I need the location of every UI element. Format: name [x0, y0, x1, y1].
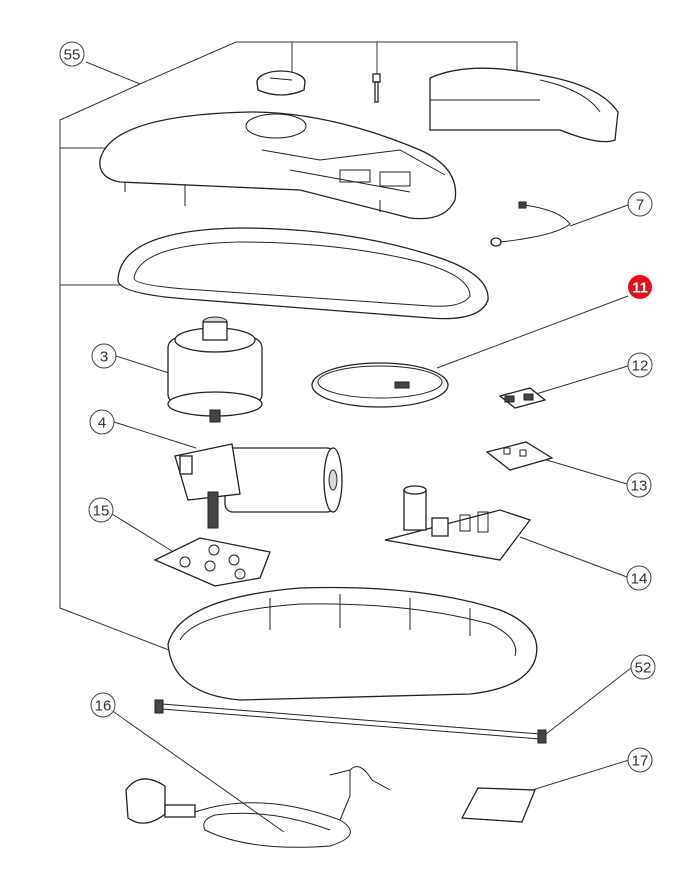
callout-17: 17	[627, 747, 653, 773]
callout-15: 15	[88, 497, 114, 523]
callout-circle	[59, 41, 85, 67]
top-lid-part	[429, 67, 619, 143]
wire-harness-part	[490, 201, 571, 247]
callout-12: 12	[627, 352, 653, 378]
screw-part	[372, 73, 381, 103]
callout-14: 14	[626, 565, 652, 591]
callout-55: 55	[59, 41, 85, 67]
callout-label: 12	[632, 358, 649, 375]
callout-label: 17	[632, 753, 649, 770]
callout-label: 55	[64, 47, 81, 64]
callout-circle	[627, 747, 653, 773]
callout-circle	[90, 692, 116, 718]
upper-housing-part	[99, 111, 457, 220]
callout-circle	[630, 654, 656, 680]
gasket-ring-part	[117, 227, 489, 320]
callout-circle	[627, 352, 653, 378]
callout-label: 7	[636, 197, 644, 214]
callout-circle	[88, 497, 114, 523]
power-cord-part	[125, 766, 391, 848]
callout-circle	[91, 343, 117, 369]
callout-4: 4	[89, 409, 115, 435]
callout-16: 16	[90, 692, 116, 718]
motor-part	[167, 316, 263, 423]
gear-motor-part	[174, 443, 343, 529]
led-strip-part	[311, 362, 449, 408]
callout-11: 11	[628, 275, 652, 299]
callout-label: 52	[635, 660, 652, 677]
callout-52: 52	[630, 654, 656, 680]
callout-7: 7	[627, 191, 653, 217]
callout-label: 4	[98, 415, 106, 432]
callout-markers: 55 7 11 3 12 4 13 15 14 52 16 17	[59, 41, 656, 773]
callout-13: 13	[626, 472, 652, 498]
callout-3: 3	[91, 343, 117, 369]
callout-circle	[89, 409, 115, 435]
switch-part	[498, 387, 547, 409]
callout-label: 13	[631, 478, 648, 495]
callout-label: 16	[95, 698, 112, 715]
callout-circle	[626, 565, 652, 591]
callout-circle	[626, 472, 652, 498]
callout-label: 3	[100, 349, 108, 366]
label-sheet-part	[460, 787, 536, 823]
callout-label: 14	[631, 571, 648, 588]
callout-label: 15	[93, 503, 110, 520]
top-cap-part	[256, 70, 306, 96]
base-housing-part	[167, 586, 538, 701]
leader-lines	[59, 41, 632, 833]
ribbon-cable-part	[154, 699, 547, 744]
control-board-part	[485, 441, 554, 471]
callout-circle	[627, 191, 653, 217]
callout-label: 11	[632, 280, 648, 297]
mounting-plate-part	[153, 537, 271, 587]
callout-circle	[628, 275, 652, 299]
power-board-part	[384, 485, 532, 561]
